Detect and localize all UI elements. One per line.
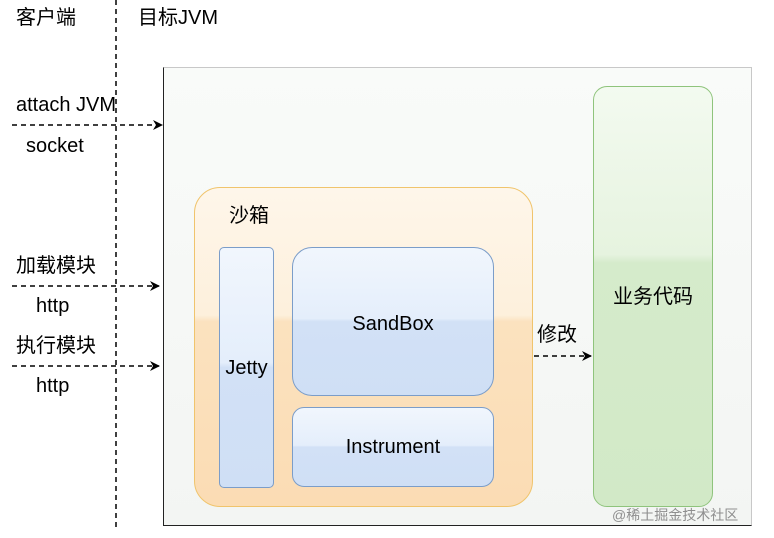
load-module-label: 加载模块 [16,255,96,277]
modify-label: 修改 [537,324,577,346]
jetty-label: Jetty [225,356,268,379]
jetty-box: Jetty [219,247,274,488]
target-jvm-header: 目标JVM [138,7,218,29]
instrument-box: Instrument [292,407,494,487]
sandbox-core-label: SandBox [352,313,434,335]
run-http-label: http [36,375,70,397]
instrument-label: Instrument [345,436,441,458]
sandbox-title: 沙箱 [229,205,269,227]
business-code-box: 业务代码 [593,86,713,507]
business-code-label: 业务代码 [613,286,693,308]
watermark: @稀土掘金技术社区 [612,507,739,523]
run-module-label: 执行模块 [16,335,96,357]
socket-label: socket [26,135,84,157]
sandbox-core-box: SandBox [292,247,494,396]
load-http-label: http [36,295,70,317]
client-header: 客户端 [16,7,76,29]
attach-jvm-label: attach JVM [16,94,117,116]
